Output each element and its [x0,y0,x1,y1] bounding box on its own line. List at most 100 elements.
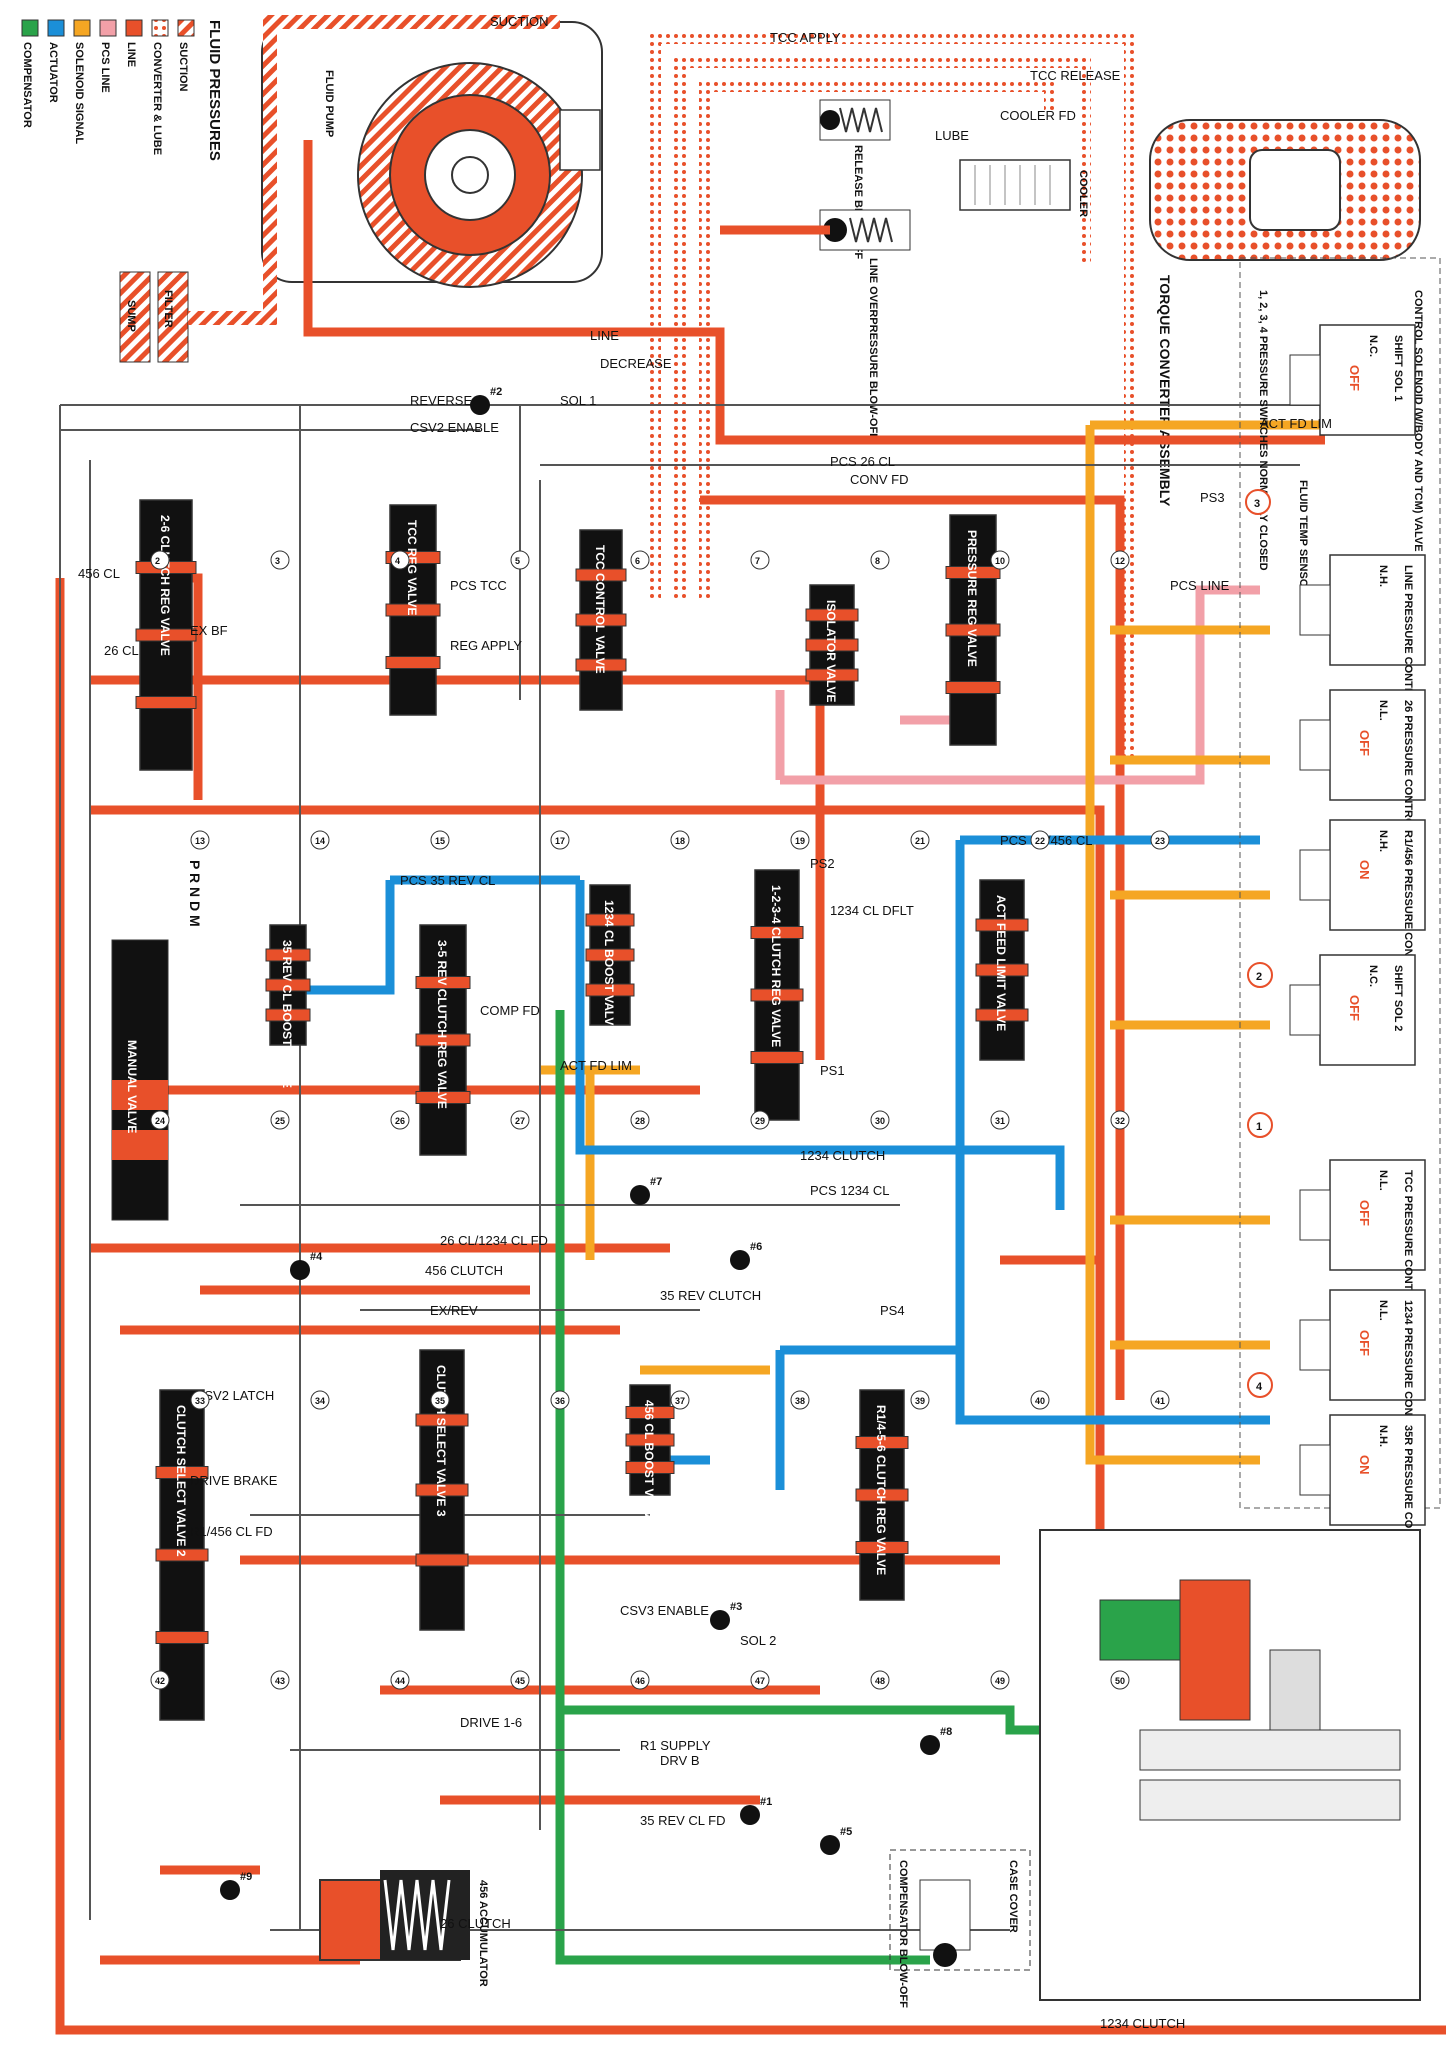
actuator-passages [300,835,1270,1490]
orifice-number: 39 [910,1390,930,1410]
orifice-number-label: 19 [795,836,805,846]
legend-item-label: ACTUATOR [47,42,59,103]
checkball: #5 [820,1826,852,1855]
passage-label: PCS 1234 CL [810,1183,890,1198]
orifice-number-label: 48 [875,1676,885,1686]
orifice-number: 45 [510,1670,530,1690]
checkball-label: #9 [240,1871,252,1883]
orifice-number: 43 [270,1670,290,1690]
valve: 1234 CL BOOST VALVE [585,884,635,1033]
orifice-number-label: 32 [1115,1116,1125,1126]
orifice-number: 34 [310,1390,330,1410]
pressure-switch: 4 [1247,1372,1273,1398]
solenoid-state: OFF [1347,365,1362,391]
pressure-switch-label: 3 [1254,498,1260,510]
legend-swatch [125,19,143,37]
orifice-number: 10 [990,550,1010,570]
passage-label: TCC RELEASE [1030,68,1121,83]
valve-label: CLUTCH SELECT VALVE 3 [434,1365,448,1517]
solenoid-state: ON [1357,1455,1372,1475]
solenoid: SHIFT SOL 2N.C.OFF [1289,954,1416,1066]
checkball-label: #2 [490,386,502,398]
passage-label: 35 REV CLUTCH [660,1288,761,1303]
passage-label: REVERSE [410,393,472,408]
orifice-number-label: 22 [1035,836,1045,846]
filter-label: FILTER [162,290,174,328]
solenoid: SHIFT SOL 1N.C.OFF [1289,324,1416,436]
orifice-number-label: 44 [395,1676,405,1686]
orifice-number-label: 23 [1155,836,1165,846]
manual-valve: MANUAL VALVE P R N D M [111,860,203,1221]
checkball-label: #4 [310,1251,323,1263]
orifice-number-label: 28 [635,1116,645,1126]
orifice-number-label: 6 [635,556,640,566]
legend-title: FLUID PRESSURES [206,20,223,161]
checkballs: #1#2#3#4#5#6#7#8#9 [220,386,952,1900]
orifice-number: 27 [510,1110,530,1130]
filter-sump: FILTER SUMP [119,271,189,363]
valve: CLUTCH SELECT VALVE 2 [155,1389,209,1721]
sump-label: SUMP [125,300,137,332]
orifice-number: 13 [190,830,210,850]
legend-item-label: SUCTION [177,42,189,92]
valve-label: 2-6 CLUTCH REG VALVE [158,515,172,656]
checkball: #6 [730,1241,762,1270]
checkball: #2 [470,386,502,415]
solenoid-state: OFF [1347,995,1362,1021]
valve-label: PRESSURE REG VALVE [965,530,979,667]
orifice-number-label: 37 [675,1396,685,1406]
passage-label: REG APPLY [450,638,522,653]
passage-label: PS2 [810,856,835,871]
compensator-blowoff-label: COMPENSATOR BLOW-OFF [897,1860,909,2008]
checkball: #3 [710,1601,742,1630]
orifice-number: 6 [630,550,650,570]
case-cover-label: CASE COVER [1007,1860,1019,1933]
legend-item: LINE [125,19,143,67]
orifice-number: 33 [190,1390,210,1410]
valve: TCC CONTROL VALVE [575,529,627,711]
orifice-number: 49 [990,1670,1010,1690]
pcs-line-passages [775,585,1260,785]
orifice-number-label: 25 [275,1116,285,1126]
fluid-pump: FLUID PUMP [261,21,603,288]
pressure-switch-label: 1 [1256,1121,1262,1133]
pressure-switch: 2 [1247,962,1273,988]
orifice-number: 36 [550,1390,570,1410]
passage-label: 35 REV CL FD [640,1813,726,1828]
orifice-number-label: 2 [155,556,160,566]
orifice-number-label: 27 [515,1116,525,1126]
orifice-number-label: 3 [275,556,280,566]
orifice-number: 42 [150,1670,170,1690]
valve-label: 35 REV CL BOOST VALVE [280,940,294,1088]
orifice-number: 12 [1110,550,1130,570]
passage-label: PCS 35 REV CL [400,873,495,888]
valve-label: 1234 CL BOOST VALVE [602,900,616,1033]
orifice-number: 2 [150,550,170,570]
orifice-number-label: 5 [515,556,520,566]
solenoid: R1/456 PRESSURE CONTROL SOLENOID 3N.H.ON [1299,819,1426,1056]
legend-swatch [177,19,195,37]
orifice-number: 3 [270,550,290,570]
orifice-number-label: 49 [995,1676,1005,1686]
solenoid-type: N.L. [1377,1170,1389,1191]
passage-label: DRIVE 1-6 [460,1715,522,1730]
solenoid-type: N.L. [1377,700,1389,721]
orifice-number-label: 31 [995,1116,1005,1126]
passage-label: ACT FD LIM [560,1058,632,1073]
legend: FLUID PRESSURES SUCTION CONVERTER & LUBE L… [21,19,223,161]
orifice-number-label: 4 [395,556,400,566]
orifice-number: 8 [870,550,890,570]
legend-swatch [73,19,91,37]
solenoid-state: ON [1357,860,1372,880]
legend-item: CONVERTER & LUBE [151,19,169,155]
solenoid-state: OFF [1357,1200,1372,1226]
solenoid-type: N.H. [1377,830,1389,852]
orifice-number: 40 [1030,1390,1050,1410]
orifice-number: 31 [990,1110,1010,1130]
solenoid-type: N.H. [1377,565,1389,587]
solenoid-state: OFF [1357,1330,1372,1356]
orifice-number-label: 33 [195,1396,205,1406]
orifice-number: 29 [750,1110,770,1130]
